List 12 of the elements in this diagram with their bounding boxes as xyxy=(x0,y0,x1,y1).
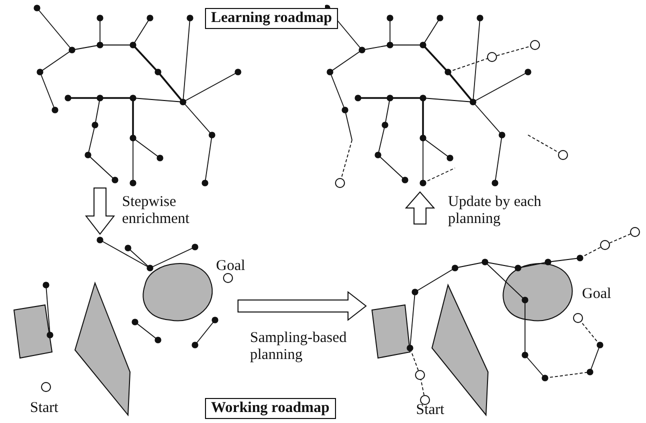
point-label: Goal xyxy=(216,258,246,275)
edge-label: Update by each planning xyxy=(448,194,542,228)
point-label: Goal xyxy=(582,286,612,303)
point-label: Start xyxy=(416,402,444,419)
block-arrow xyxy=(84,188,116,235)
edge-label: Stepwise enrichment xyxy=(122,194,190,228)
block-arrow xyxy=(238,290,367,322)
title-box: Working roadmap xyxy=(205,398,336,419)
title-box: Learning roadmap xyxy=(205,8,338,29)
edge-label: Sampling-based planning xyxy=(250,330,348,364)
point-label: Start xyxy=(30,400,58,417)
block-arrow xyxy=(404,191,436,224)
